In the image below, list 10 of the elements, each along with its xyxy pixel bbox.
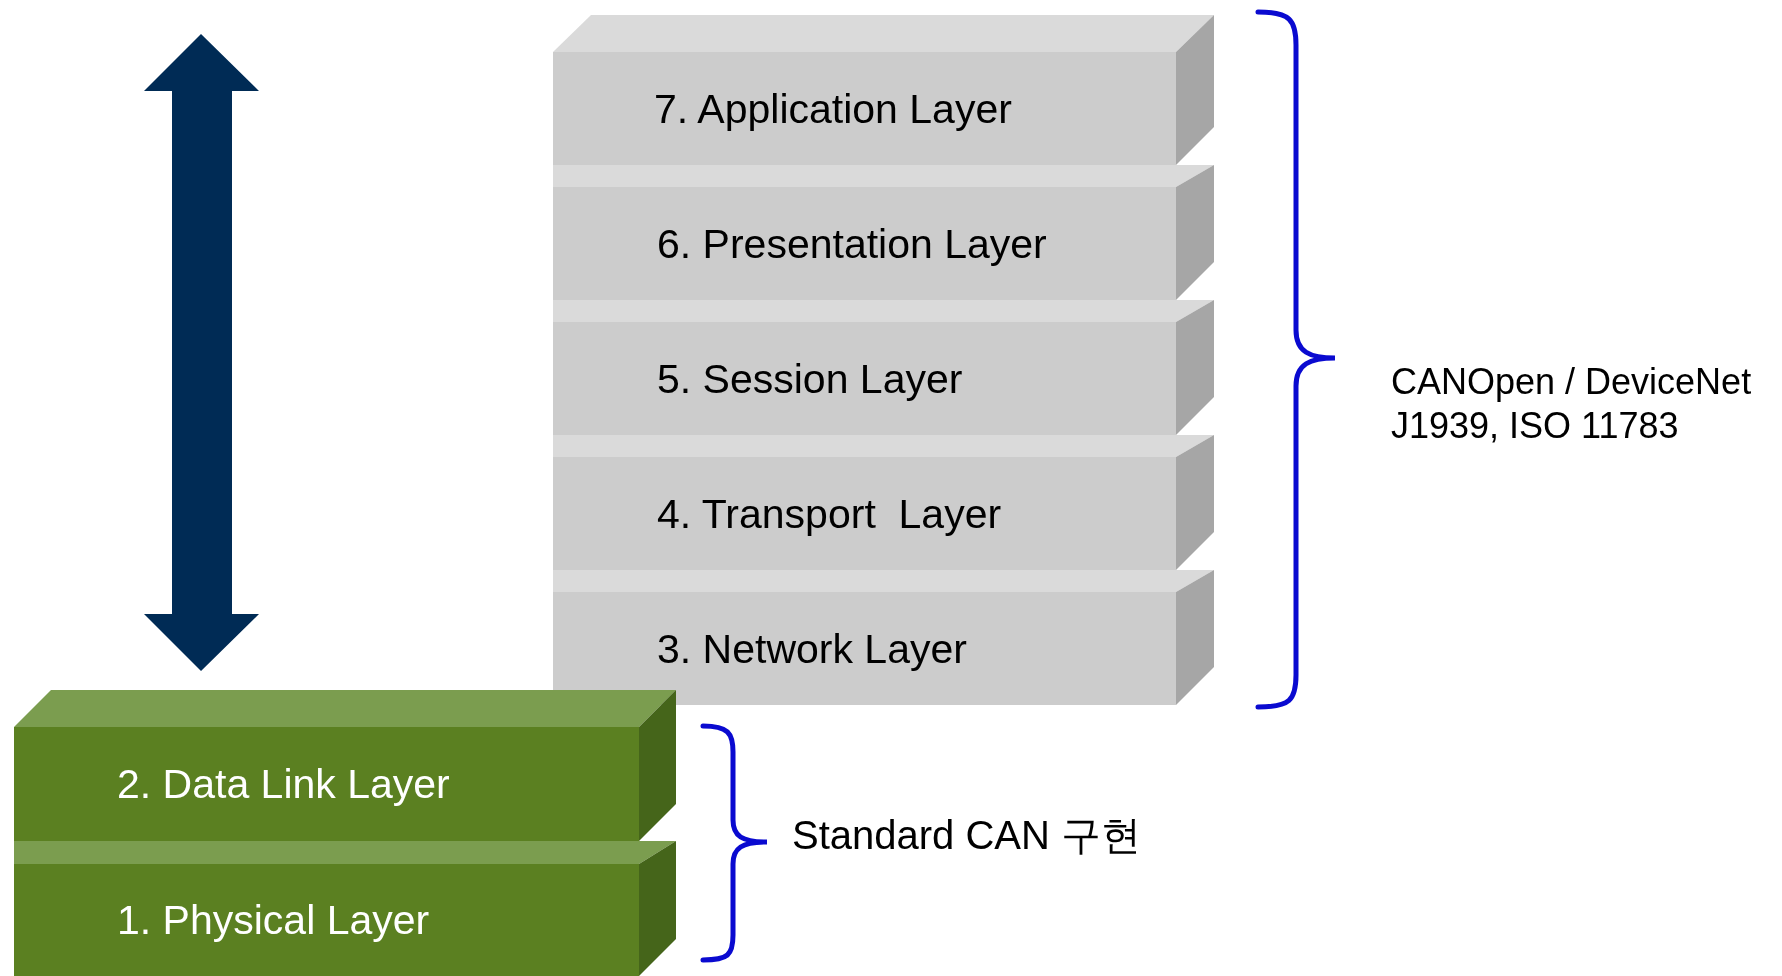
protocol-label: CANOpen / DeviceNet <box>1391 364 1752 400</box>
layer-name: 7. Application Layer <box>654 88 1012 130</box>
layer-name: 4. Transport Layer <box>657 493 1002 535</box>
layer-name: 5. Session Layer <box>657 358 963 400</box>
layer-name: 3. Network Layer <box>657 628 967 670</box>
layer-name: 1. Physical Layer <box>117 900 430 941</box>
protocol-label: J1939, ISO 11783 <box>1391 408 1679 444</box>
layer-name: 2. Data Link Layer <box>117 764 450 805</box>
layer-name: 6. Presentation Layer <box>657 223 1047 265</box>
implementation-label: Standard CAN 구현 <box>792 815 1142 855</box>
